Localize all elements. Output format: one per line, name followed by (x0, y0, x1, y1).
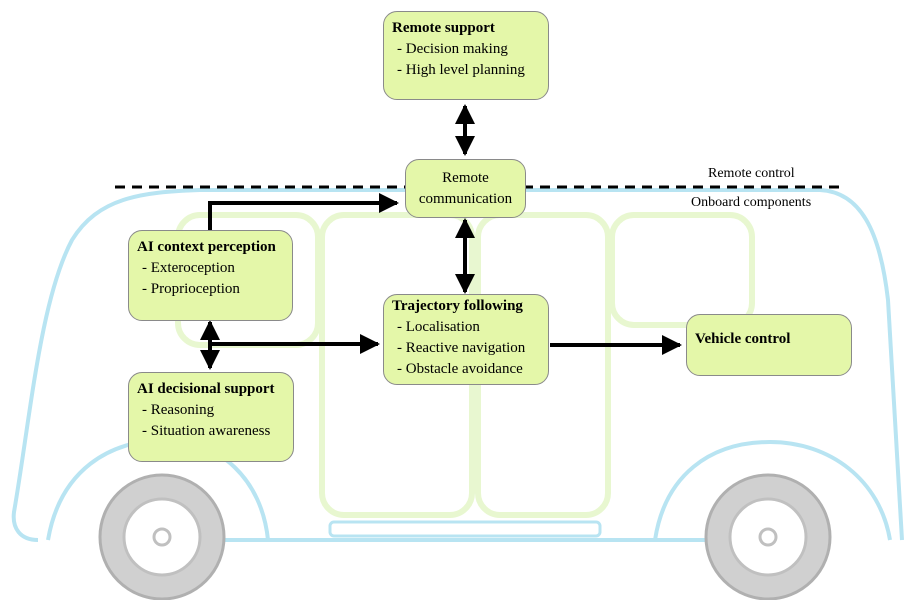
remote-communication-line2: communication (418, 191, 513, 207)
remote-support-box: Remote support Decision making High leve… (383, 11, 549, 100)
ai-decisional-support-item: Reasoning (137, 400, 285, 421)
bus-step (328, 520, 602, 538)
ai-decisional-support-title: AI decisional support (137, 381, 275, 397)
remote-communication-box: Remote communication (405, 159, 526, 218)
trajectory-following-item: Reactive navigation (392, 338, 540, 359)
trajectory-following-item: Obstacle avoidance (392, 359, 540, 380)
trajectory-following-box: Trajectory following Localisation Reacti… (383, 294, 549, 385)
vehicle-control-box: Vehicle control (686, 314, 852, 376)
ai-context-perception-item: Proprioception (137, 279, 284, 300)
arrow-perception-communication (208, 193, 399, 232)
ai-context-perception-title: AI context perception (137, 239, 276, 255)
trajectory-following-item: Localisation (392, 317, 540, 338)
remote-support-item: High level planning (392, 60, 540, 81)
remote-support-title: Remote support (392, 20, 495, 36)
remote-control-label: Remote control (708, 166, 795, 181)
front-wheel-arch (653, 439, 892, 541)
bus-body-outline (11, 188, 904, 542)
bus-window-2 (609, 212, 755, 328)
remote-support-item: Decision making (392, 39, 540, 60)
bus-illustration (11, 188, 904, 600)
ai-context-perception-item: Exteroception (137, 258, 284, 279)
ai-decisional-support-box: AI decisional support Reasoning Situatio… (128, 372, 294, 462)
trajectory-following-title: Trajectory following (392, 298, 523, 314)
onboard-components-label: Onboard components (691, 195, 812, 210)
ai-context-perception-box: AI context perception Exteroception Prop… (128, 230, 293, 321)
vehicle-control-title: Vehicle control (695, 331, 791, 347)
ai-decisional-support-item: Situation awareness (137, 421, 285, 442)
remote-communication-line1: Remote (442, 170, 489, 186)
